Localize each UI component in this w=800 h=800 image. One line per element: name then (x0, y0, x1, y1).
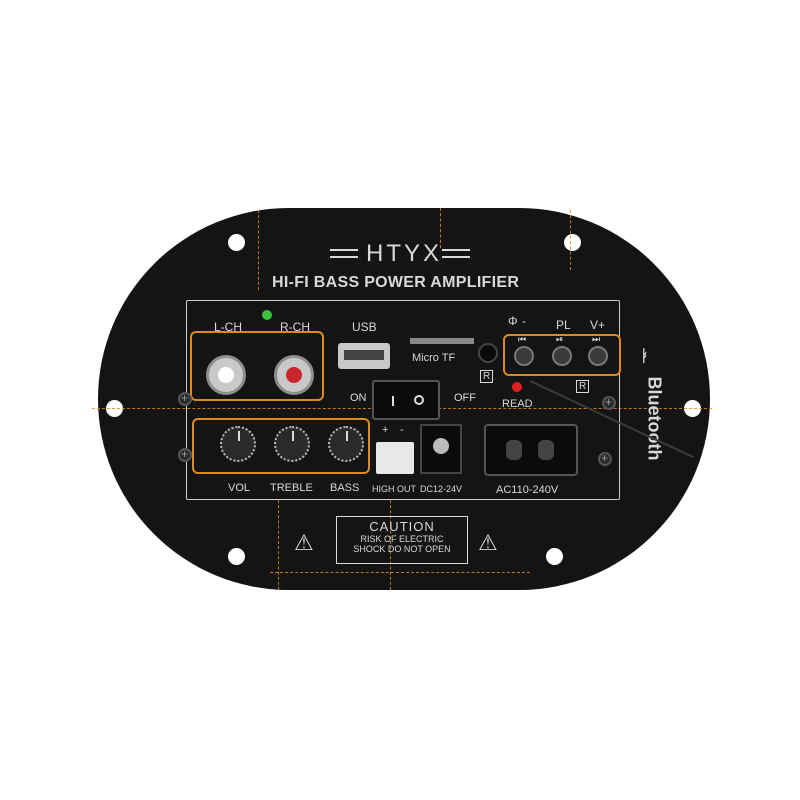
bass-knob[interactable] (328, 426, 364, 462)
buttons-highlight (503, 334, 621, 376)
treble-knob[interactable] (274, 426, 310, 462)
rch-label: R-CH (280, 320, 310, 334)
vplus-label: V+ (590, 318, 606, 332)
mounting-hole (564, 234, 581, 251)
play-pause-icon: ⏯ (556, 334, 564, 344)
screw (602, 395, 616, 410)
high-out-label: HIGH OUT (372, 484, 416, 494)
status-led (262, 310, 272, 320)
next-track-icon: ⏭ (592, 334, 601, 344)
vol-knob[interactable] (220, 426, 256, 462)
caution-box: CAUTION RISK OF ELECTRIC SHOCK DO NOT OP… (336, 516, 468, 564)
r-mark-2: R (576, 380, 590, 393)
guide-line (440, 208, 441, 248)
next-button[interactable] (588, 346, 608, 366)
brand-logo: HTYX (330, 240, 470, 270)
plus-label: + (382, 424, 389, 436)
guide-line (570, 210, 571, 270)
prev-button[interactable] (514, 346, 534, 366)
read-led (512, 382, 522, 392)
read-label: READ (502, 398, 533, 410)
bluetooth-label: Bluetooth (644, 376, 665, 461)
guide-line (278, 500, 279, 590)
screw (598, 451, 612, 466)
treble-label: TREBLE (270, 482, 313, 494)
warning-icon: ⚠ (294, 530, 314, 555)
vminus-label: - (522, 314, 526, 328)
dc-label: DC12-24V (420, 484, 463, 494)
bluetooth-icon: ᛓ (640, 348, 650, 365)
guide-line (270, 572, 530, 573)
rca-left-jack[interactable] (206, 355, 246, 395)
usb-port[interactable] (338, 343, 390, 369)
guide-line (258, 210, 259, 290)
mounting-hole (228, 234, 245, 251)
ir-sensor (478, 343, 498, 363)
power-switch[interactable] (372, 380, 440, 420)
brand-name: HTYX (366, 240, 443, 267)
screw (178, 447, 192, 462)
warning-icon: ⚠ (478, 530, 498, 555)
dc-jack[interactable] (420, 424, 462, 474)
rca-right-jack[interactable] (274, 355, 314, 395)
screw (178, 391, 192, 406)
pl-label: PL (556, 318, 571, 332)
guide-line (390, 500, 391, 590)
rca-highlight (190, 331, 324, 401)
knobs-highlight (192, 418, 370, 474)
vol-label: VOL (228, 482, 251, 494)
caution-line1: RISK OF ELECTRIC (360, 534, 444, 544)
bass-label: BASS (330, 482, 360, 494)
mounting-hole (228, 548, 245, 565)
minus-label: - (400, 424, 404, 436)
ac-socket[interactable] (484, 424, 578, 476)
caution-title: CAUTION (369, 519, 435, 534)
r-mark: R (480, 370, 494, 383)
antenna-symbol: Φ (508, 314, 518, 328)
prev-track-icon: ⏮ (518, 334, 527, 344)
caution-line2: SHOCK DO NOT OPEN (353, 544, 451, 554)
off-label: OFF (454, 392, 476, 404)
micro-tf-label: Micro TF (412, 352, 456, 364)
micro-tf-slot[interactable] (410, 338, 474, 344)
usb-label: USB (352, 320, 377, 334)
product-subtitle: HI-FI BASS POWER AMPLIFIER (272, 274, 520, 291)
mounting-hole (546, 548, 563, 565)
on-label: ON (350, 392, 367, 404)
high-out-connector[interactable] (376, 442, 414, 474)
play-pause-button[interactable] (552, 346, 572, 366)
ac-label: AC110-240V (496, 484, 559, 496)
lch-label: L-CH (214, 320, 243, 334)
